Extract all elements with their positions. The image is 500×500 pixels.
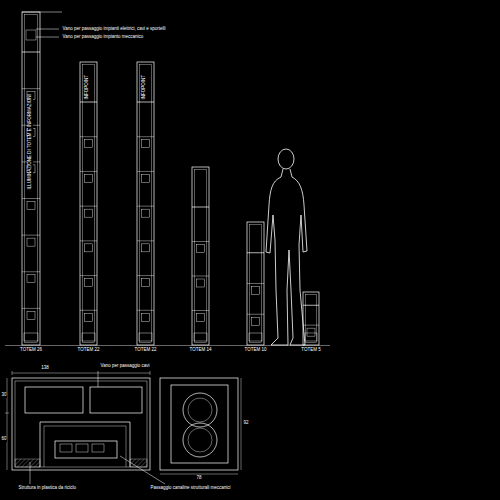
totem xyxy=(192,167,209,345)
ground-line xyxy=(5,345,330,346)
human-silhouette xyxy=(266,149,307,345)
drawing-label: TOTEM 14 xyxy=(189,348,212,353)
totem xyxy=(80,62,97,345)
section-left xyxy=(5,371,150,470)
drawing-label: Struttura in plastica da riciclo xyxy=(18,486,77,491)
totem xyxy=(303,292,319,345)
drawing-label: TOTEM 26 xyxy=(20,348,43,353)
drawing-label: Passaggio canaline strutturali meccanici xyxy=(150,486,231,491)
totem xyxy=(22,12,40,345)
drawing-label: 60 xyxy=(1,437,7,442)
drawing-label: INFOPOINT xyxy=(142,75,147,101)
drawing-label: INFOPOINT xyxy=(85,75,90,101)
totem-elevations xyxy=(22,12,319,345)
drawing-label: 78 xyxy=(196,476,202,481)
drawing-label: TOTEM 22 xyxy=(134,348,157,353)
drawing-label: TOTEM 5 xyxy=(301,348,321,353)
totem xyxy=(247,222,264,345)
drawing-label: Vano per passaggio impianto meccanico xyxy=(62,35,144,40)
drawing-label: TOTEM 10 xyxy=(244,348,267,353)
drawing-label: ILLUMINAZIONE DI TOTEM E INFORMAZIONI xyxy=(28,94,33,190)
drawing-label: 30 xyxy=(1,393,7,398)
drawing-label: TOTEM 22 xyxy=(77,348,100,353)
leader-lines xyxy=(22,12,165,484)
section-right xyxy=(160,378,241,474)
drawing-label: Vano per passaggio cavi xyxy=(100,364,150,369)
drawing-label: Vano per passaggio impianti elettrici, c… xyxy=(62,27,166,32)
drawing-label: 138 xyxy=(41,366,50,371)
drawing-label: 92 xyxy=(243,421,249,426)
totem xyxy=(137,62,154,345)
